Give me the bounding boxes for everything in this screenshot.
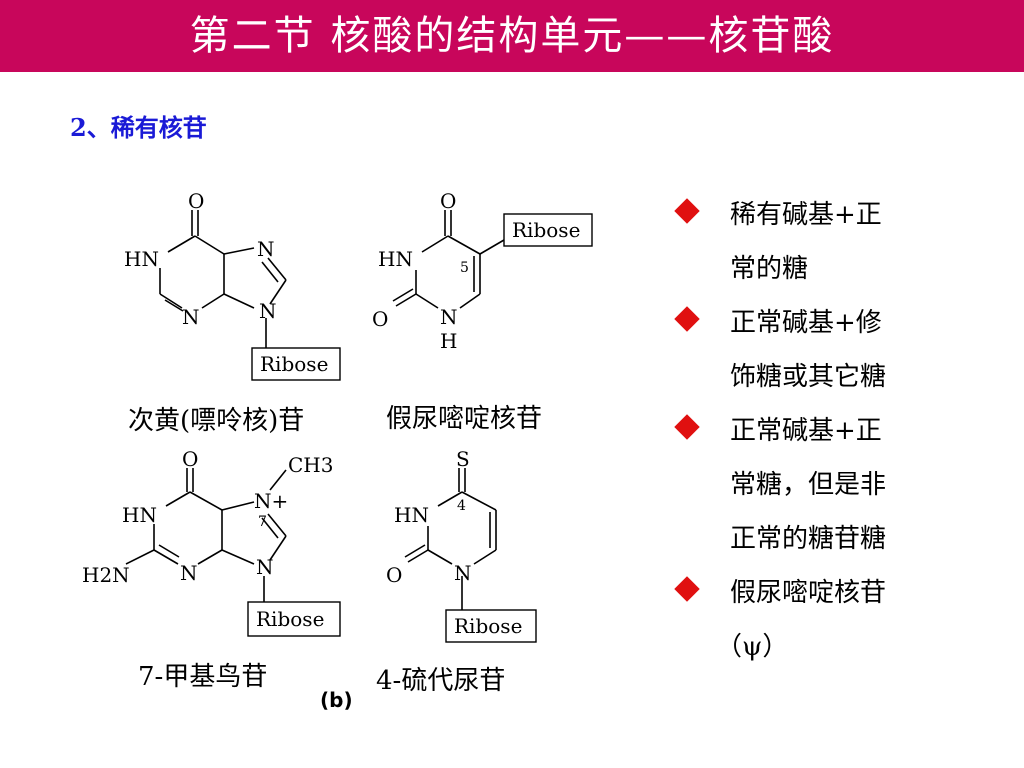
sugar-label: Ribose: [512, 218, 580, 242]
atom-label: N: [257, 237, 275, 261]
structure-hypoxanthine: O HN N N N Ribose: [120, 189, 360, 390]
atom-label: N: [256, 555, 274, 579]
bullet-line: 正常的糖苷糖: [730, 524, 887, 554]
diamond-bullet-icon: [674, 414, 700, 440]
atom-label: CH3: [288, 453, 333, 477]
atom-label: O: [440, 189, 456, 213]
figure-label: (b): [320, 688, 353, 712]
atom-label: N: [180, 561, 198, 585]
structure-hypoxanthine-drawing: O HN N N N Ribose: [124, 189, 341, 381]
bullet-line: 正常碱基+修: [730, 308, 882, 338]
structure-methylguanosine-drawing: O CH3 HN N+ 7 H2N N N Ribose: [82, 447, 341, 637]
bullet-line: 饰糖或其它糖: [730, 362, 887, 392]
atom-label: N: [182, 305, 200, 329]
bullet-line: 稀有碱基+正: [730, 200, 882, 230]
atom-label: N: [440, 305, 458, 329]
structure-methylguanosine: O CH3 HN N+ 7 H2N N N Ribose: [80, 446, 350, 646]
bullet-line: （ψ）: [716, 632, 789, 662]
atom-label: O: [372, 307, 388, 331]
atom-label: H: [440, 329, 457, 353]
bullet-item: 稀有碱基+正 常的糖: [672, 188, 972, 296]
structure-thiouridine: S HN 4 O N Ribose: [380, 446, 560, 646]
structure-thiouridine-drawing: S HN 4 O N Ribose: [386, 447, 537, 643]
bullet-item: 假尿嘧啶核苷 （ψ）: [672, 566, 972, 674]
bullet-line: 常的糖: [730, 254, 809, 284]
atom-label: S: [456, 447, 470, 471]
atom-label: HN: [124, 247, 159, 271]
diamond-bullet-icon: [674, 576, 700, 602]
atom-label: HN: [394, 503, 429, 527]
diamond-bullet-icon: [674, 198, 700, 224]
diamond-bullet-icon: [674, 306, 700, 332]
caption-hypoxanthine: 次黄(嘌呤核)苷: [128, 406, 305, 436]
atom-label: N+: [254, 489, 288, 513]
sugar-label: Ribose: [260, 352, 328, 376]
bullet-item: 正常碱基+修 饰糖或其它糖: [672, 296, 972, 404]
structure-pseudouridine: O HN 5 O N H Ribose: [370, 189, 610, 360]
bullet-line: 正常碱基+正: [730, 416, 882, 446]
bullet-line: 常糖，但是非: [730, 470, 887, 500]
caption-pseudouridine: 假尿嘧啶核苷: [386, 404, 543, 434]
caption-methylguanosine: 7-甲基鸟苷: [138, 662, 268, 692]
atom-label: N: [259, 299, 277, 323]
atom-label: H2N: [82, 563, 130, 587]
title-bar: [0, 0, 1024, 72]
atom-label: 7: [258, 514, 267, 530]
section-subheading: 2、稀有核苷: [70, 113, 207, 142]
atom-label: N: [454, 561, 472, 585]
atom-label: 5: [460, 260, 469, 276]
sugar-label: Ribose: [454, 614, 522, 638]
atom-label: O: [188, 189, 204, 213]
sugar-label: Ribose: [256, 607, 324, 631]
atom-label: O: [182, 447, 198, 471]
atom-label: 4: [457, 498, 466, 514]
atom-label: HN: [378, 247, 413, 271]
atom-label: O: [386, 563, 402, 587]
slide-title: 第二节 核酸的结构单元——核苷酸: [189, 13, 835, 59]
atom-label: HN: [122, 503, 157, 527]
structure-pseudouridine-drawing: O HN 5 O N H Ribose: [372, 189, 593, 353]
caption-thiouridine: 4-硫代尿苷: [376, 666, 506, 696]
bullet-line: 假尿嘧啶核苷: [730, 578, 887, 608]
bullet-item: 正常碱基+正 常糖，但是非 正常的糖苷糖: [672, 404, 972, 566]
bullet-list: 稀有碱基+正 常的糖 正常碱基+修 饰糖或其它糖 正常碱基+正 常糖，但是非 正…: [672, 188, 972, 674]
